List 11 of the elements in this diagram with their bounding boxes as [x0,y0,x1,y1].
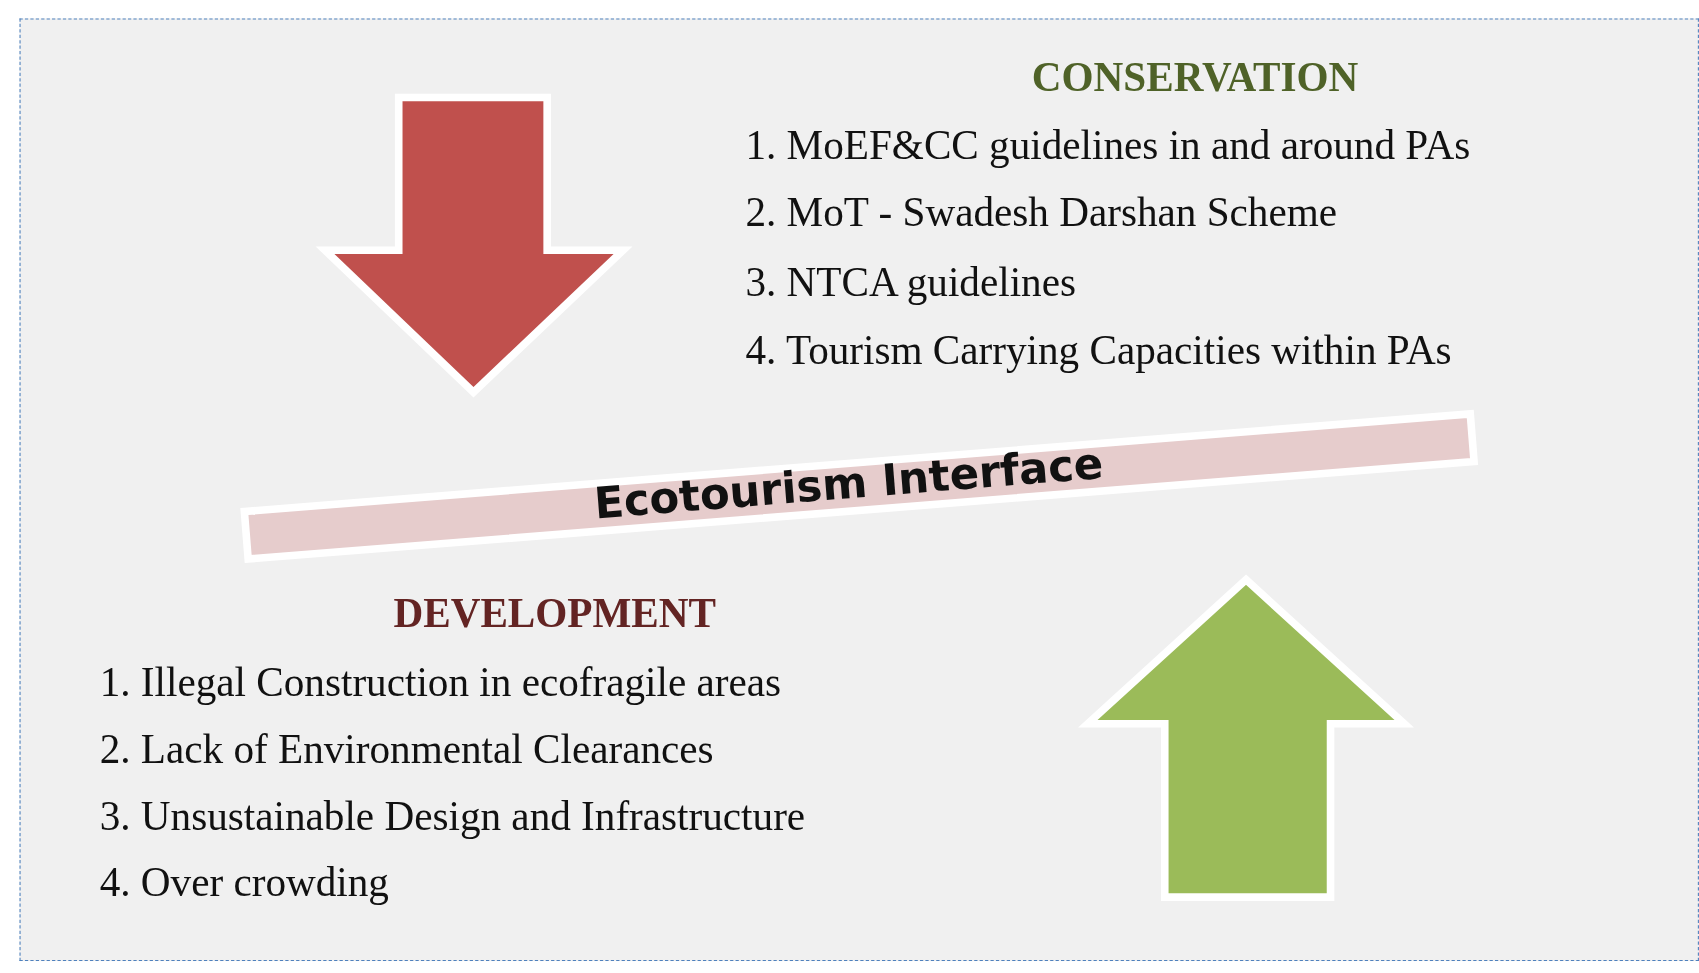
list-item: 4. Tourism Carrying Capacities within PAs [745,329,1452,371]
list-item: 2. MoT - Swadesh Darshan Scheme [745,191,1337,233]
list-item: 2. Lack of Environmental Clearances [99,728,714,770]
list-item: 1. Illegal Construction in ecofragile areas [99,660,782,703]
section-heading: CONSERVATION [1031,56,1359,98]
list-item: 4. Over crowding [99,861,389,903]
bar-label: Ecotourism Interface [591,441,1105,525]
list-item: 1. MoEF&CC guidelines in and around PAs [745,124,1471,166]
section-heading: DEVELOPMENT [393,592,717,634]
list-item: 3. NTCA guidelines [745,261,1076,303]
list-item: 3. Unsustainable Design and Infrastructure [99,795,806,837]
